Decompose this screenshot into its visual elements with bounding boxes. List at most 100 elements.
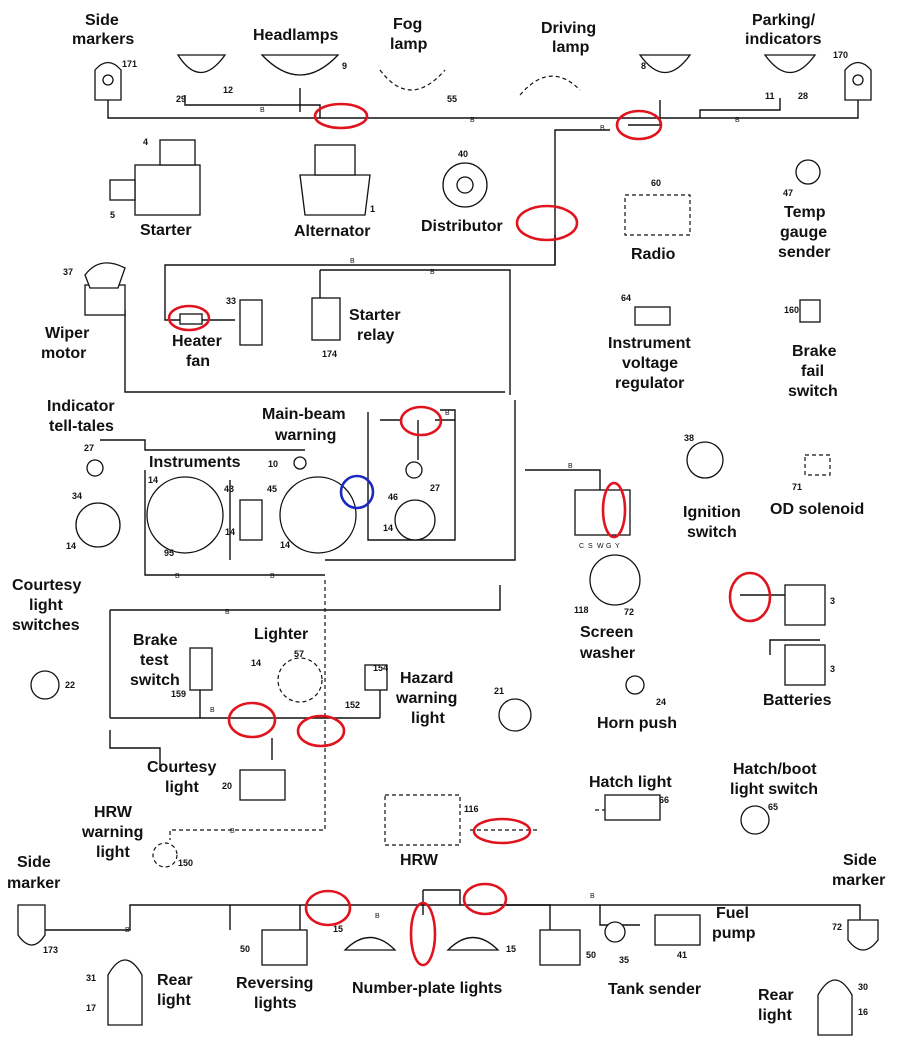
instrument-gauge-right bbox=[279, 476, 357, 554]
tank-sender bbox=[604, 921, 626, 943]
label-parking-indicators: indicators bbox=[745, 31, 822, 48]
component-number: 50 bbox=[240, 944, 250, 954]
component-number: 3 bbox=[830, 596, 835, 606]
wire-code: B bbox=[210, 707, 215, 714]
label-temp-gauge-sender: sender bbox=[778, 244, 830, 261]
label-courtesy-light-switches: switches bbox=[12, 617, 80, 634]
instrument-34 bbox=[75, 502, 121, 548]
label-starter-relay: Starter bbox=[349, 307, 401, 324]
hazard-warning-light bbox=[364, 664, 388, 691]
red-marker-main-beam bbox=[399, 405, 443, 437]
component-21 bbox=[498, 698, 532, 732]
component-number: 118 bbox=[574, 605, 589, 615]
number-plate-light-right bbox=[446, 936, 500, 951]
wire-code: B bbox=[260, 107, 265, 114]
label-number-plate-lights: Number-plate lights bbox=[352, 980, 502, 997]
wire-instruments-box bbox=[144, 470, 325, 576]
label-brake-test-switch: switch bbox=[130, 672, 180, 689]
label-indicator-tell-tales: Indicator bbox=[47, 398, 115, 415]
component-number: 22 bbox=[65, 680, 75, 690]
connector-letters: C S W G Y bbox=[579, 543, 620, 550]
heater-fan bbox=[239, 299, 263, 346]
wire-telltale bbox=[100, 439, 305, 451]
wire-distributor-trunk bbox=[164, 129, 610, 321]
component-number: 20 bbox=[222, 781, 232, 791]
wire-washer-top bbox=[525, 469, 601, 490]
instrument-46 bbox=[394, 499, 436, 541]
component-number: 28 bbox=[798, 91, 808, 101]
wire-fuel-drop bbox=[500, 904, 551, 930]
component-number: 14 bbox=[225, 527, 235, 537]
parking-lamp-left bbox=[638, 54, 692, 73]
wiper-motor bbox=[84, 284, 126, 316]
wire-top-harness bbox=[107, 100, 859, 119]
wire-bottom-harness bbox=[30, 904, 861, 931]
wire-code: B bbox=[375, 913, 380, 920]
wire-hrw-warning bbox=[169, 580, 326, 840]
label-side-marker-left: Side bbox=[17, 854, 51, 871]
red-marker-fuel-connector bbox=[462, 882, 508, 916]
component-number: 9 bbox=[342, 61, 347, 71]
component-number: 35 bbox=[619, 955, 629, 965]
red-marker-battery bbox=[728, 571, 772, 623]
rear-light-right bbox=[817, 979, 853, 1036]
side-marker-bottom-left bbox=[17, 904, 46, 946]
label-driving-lamp: lamp bbox=[552, 39, 590, 56]
red-marker-brake-test bbox=[227, 701, 277, 739]
label-side-markers-top: Side bbox=[85, 12, 119, 29]
label-instrument-voltage-regulator: Instrument bbox=[608, 335, 691, 352]
component-number: 40 bbox=[458, 149, 468, 159]
wire-code: B bbox=[175, 573, 180, 580]
label-screen-washer: washer bbox=[579, 645, 635, 662]
component-number: 31 bbox=[86, 973, 96, 983]
wire-code: B bbox=[590, 893, 595, 900]
screen-washer-pump bbox=[589, 554, 641, 606]
label-fog-lamp: lamp bbox=[390, 36, 428, 53]
component-number: 4 bbox=[143, 137, 148, 147]
component-number: 8 bbox=[641, 61, 646, 71]
label-indicator-tell-tales: tell-tales bbox=[49, 418, 114, 435]
wire-code: B bbox=[270, 573, 275, 580]
component-number: 47 bbox=[783, 188, 793, 198]
wire-code: B bbox=[600, 125, 605, 132]
component-number: 66 bbox=[659, 795, 669, 805]
component-number: 65 bbox=[768, 802, 778, 812]
label-temp-gauge-sender: Temp bbox=[784, 204, 826, 221]
component-number: 159 bbox=[171, 689, 186, 699]
label-wiper-motor: Wiper bbox=[45, 325, 89, 342]
wire-mainbeam-box bbox=[367, 409, 456, 541]
blue-marker-main-beam-junction bbox=[339, 474, 375, 510]
wire-code: B bbox=[568, 463, 573, 470]
label-instrument-voltage-regulator: voltage bbox=[622, 355, 678, 372]
courtesy-light-switch bbox=[30, 670, 60, 700]
highlight-markers bbox=[167, 102, 772, 967]
label-side-marker-right: marker bbox=[832, 872, 885, 889]
component-numbers: 171 29 12 9 55 8 11 28 170 4 5 1 40 60 4… bbox=[43, 50, 868, 1017]
component-number: 46 bbox=[388, 492, 398, 502]
label-courtesy-light: light bbox=[165, 779, 199, 796]
lighter bbox=[277, 657, 323, 703]
label-hazard-warning-light: light bbox=[411, 710, 445, 727]
label-od-solenoid: OD solenoid bbox=[770, 501, 864, 518]
component-number: 41 bbox=[677, 950, 687, 960]
component-number: 30 bbox=[858, 982, 868, 992]
connector-letter: Y bbox=[615, 543, 620, 550]
brake-test-switch bbox=[189, 647, 213, 691]
component-50b bbox=[539, 929, 581, 966]
battery-2 bbox=[784, 644, 826, 686]
red-marker-washer-connector bbox=[601, 481, 627, 539]
label-fog-lamp: Fog bbox=[393, 16, 422, 33]
courtesy-light bbox=[239, 769, 286, 801]
label-main-beam-warning: Main-beam bbox=[262, 406, 346, 423]
dashed-wires bbox=[169, 580, 640, 840]
red-marker-distributor bbox=[515, 204, 579, 242]
label-parking-indicators: Parking/ bbox=[752, 12, 816, 29]
component-number: 14 bbox=[148, 475, 158, 485]
label-courtesy-light-switches: Courtesy bbox=[12, 577, 81, 594]
label-side-marker-left: marker bbox=[7, 875, 60, 892]
red-marker-parking-connector bbox=[615, 109, 663, 141]
parking-lamp-right bbox=[763, 54, 817, 73]
component-number: 95 bbox=[164, 548, 174, 558]
component-number: 72 bbox=[832, 922, 842, 932]
number-plate-light-left bbox=[343, 936, 397, 951]
